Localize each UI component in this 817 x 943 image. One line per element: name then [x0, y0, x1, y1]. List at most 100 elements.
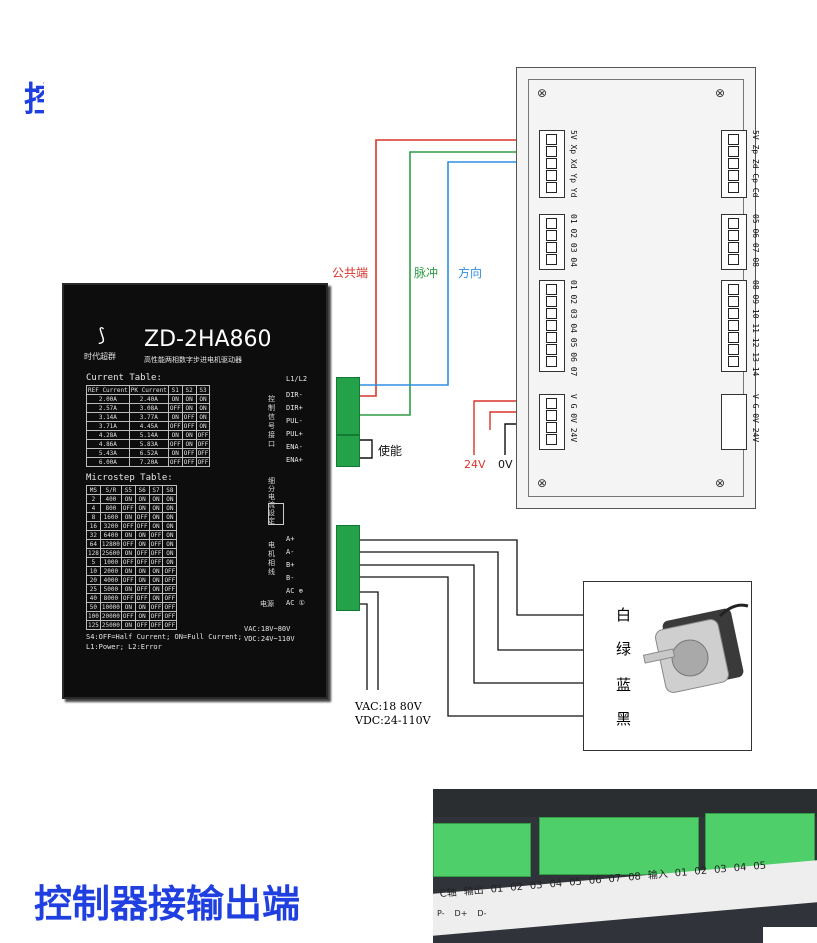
- micro-table-cell: OFF: [134, 512, 150, 522]
- micro-table-cell: ON: [134, 503, 150, 513]
- micro-table-cell: 4000: [99, 575, 122, 585]
- ctl-block-7-labels: 08 09 10 11 12 13 14: [751, 280, 760, 377]
- micro-table-cell: OFF: [162, 575, 178, 585]
- photo-strip-label: 输入: [647, 869, 669, 882]
- ctl-block-1-pin[interactable]: [546, 134, 557, 145]
- ctl-block-1-pin[interactable]: [546, 182, 557, 193]
- ctl-block-5-pin[interactable]: [728, 134, 739, 145]
- ctl-block-5-pin[interactable]: [728, 182, 739, 193]
- ctl-block-3-pin[interactable]: [546, 320, 557, 331]
- ctl-block-3-pin[interactable]: [546, 308, 557, 319]
- power-wire-2: [360, 603, 368, 690]
- micro-table-title: Microstep Table:: [86, 473, 173, 483]
- ctl-block-8-terminal-block[interactable]: [721, 394, 747, 450]
- ctl-block-7-pin[interactable]: [728, 308, 739, 319]
- micro-table-cell: 5000: [99, 584, 122, 594]
- micro-table-cell: 64: [86, 539, 101, 549]
- ctl-block-2-pin[interactable]: [546, 218, 557, 229]
- ctl-block-4-terminal-block[interactable]: [539, 394, 565, 450]
- micro-table-cell: ON: [148, 521, 164, 531]
- ctl-block-6-pin[interactable]: [728, 254, 739, 265]
- footnote-1: S4:OFF=Half Current; ON=Full Current;: [86, 633, 242, 641]
- micro-table-cell: ON: [120, 602, 136, 612]
- ctl-block-2-pin[interactable]: [546, 242, 557, 253]
- ctl-block-7-pin[interactable]: [728, 344, 739, 355]
- micro-table-cell: ON: [162, 494, 178, 504]
- signal-terminal-label: DIR+: [286, 404, 303, 412]
- micro-table-cell: ON: [134, 611, 150, 621]
- current-table-cell: 3.14A: [86, 412, 130, 422]
- ctl-block-4-pin[interactable]: [546, 410, 557, 421]
- micro-table-cell: OFF: [120, 557, 136, 567]
- micro-table-cell: ON: [120, 530, 136, 540]
- ctl-block-5-terminal-block[interactable]: [721, 130, 747, 198]
- micro-table-cell: ON: [148, 512, 164, 522]
- micro-table-cell: ON: [162, 539, 178, 549]
- current-table-cell: 7.20A: [128, 457, 169, 467]
- current-table-cell: 4.86A: [86, 439, 130, 449]
- ctl-block-4-pin[interactable]: [546, 422, 557, 433]
- ctl-block-6-pin[interactable]: [728, 230, 739, 241]
- enable-terminal-block[interactable]: [336, 435, 360, 467]
- ctl-block-7-pin[interactable]: [728, 356, 739, 367]
- current-table-cell: OFF: [167, 403, 183, 413]
- current-table-cell: OFF: [181, 421, 197, 431]
- micro-table-header-cell: S/R: [99, 485, 122, 495]
- ctl-block-7-pin[interactable]: [728, 320, 739, 331]
- label-pulse: 脉冲: [414, 266, 439, 280]
- ctl-block-6-terminal-block[interactable]: [721, 214, 747, 270]
- ctl-block-1-pin[interactable]: [546, 158, 557, 169]
- ctl-block-3-pin[interactable]: [546, 284, 557, 295]
- photo-strip-label: 05: [752, 860, 767, 873]
- led-label: L1/L2: [286, 375, 308, 383]
- ctl-block-4-pin[interactable]: [546, 434, 557, 445]
- ctl-block-4-pin[interactable]: [546, 398, 557, 409]
- ctl-block-2-pin[interactable]: [546, 230, 557, 241]
- signal-terminal-label: ENA+: [286, 456, 303, 464]
- ctl-block-3-pin[interactable]: [546, 356, 557, 367]
- micro-table-cell: 6400: [99, 530, 122, 540]
- ctl-block-7-terminal-block[interactable]: [721, 280, 747, 372]
- ctl-block-5-pin[interactable]: [728, 170, 739, 181]
- current-table-cell: OFF: [195, 439, 211, 449]
- ctl-block-5-pin[interactable]: [728, 158, 739, 169]
- signal-terminal-block[interactable]: [336, 377, 360, 435]
- ctl-block-7-pin[interactable]: [728, 296, 739, 307]
- ctl-block-1-pin[interactable]: [546, 146, 557, 157]
- ctl-block-2-pin[interactable]: [546, 254, 557, 265]
- current-table-cell: ON: [167, 412, 183, 422]
- ctl-block-1-labels: 5V Xp Xd Yp Yd: [569, 130, 578, 198]
- ctl-block-3-pin[interactable]: [546, 344, 557, 355]
- micro-table-header-cell: S5: [120, 485, 136, 495]
- pulse-wire: [360, 151, 548, 416]
- ctl-block-3-labels: 01 02 03 04 05 06 07: [569, 280, 578, 377]
- ctl-block-6-pin[interactable]: [728, 242, 739, 253]
- current-table-cell: OFF: [167, 457, 183, 467]
- ctl-block-2-labels: 01 02 03 04: [569, 214, 578, 267]
- micro-table-cell: 10: [86, 566, 101, 576]
- ctl-block-1-terminal-block[interactable]: [539, 130, 565, 198]
- motor-terminal-block[interactable]: [336, 525, 360, 611]
- ctl-block-2-terminal-block[interactable]: [539, 214, 565, 270]
- micro-table-cell: ON: [162, 521, 178, 531]
- micro-table-cell: OFF: [120, 611, 136, 621]
- ctl-block-7-pin[interactable]: [728, 284, 739, 295]
- dip-switch-icon[interactable]: [268, 503, 284, 525]
- ctl-block-3-terminal-block[interactable]: [539, 280, 565, 372]
- photo-strip-label: 04: [549, 878, 563, 891]
- ctl-block-1-pin[interactable]: [546, 170, 557, 181]
- ctl-block-3-pin[interactable]: [546, 332, 557, 343]
- ctl-block-6-pin[interactable]: [728, 218, 739, 229]
- micro-table-cell: OFF: [148, 620, 164, 630]
- motor-terminal-label: A+: [286, 535, 295, 543]
- micro-table-cell: OFF: [134, 593, 150, 603]
- ctl-block-5-pin[interactable]: [728, 146, 739, 157]
- photo-strip-label: 01: [490, 883, 504, 896]
- signal-side-label: 控制信号接口: [268, 395, 275, 448]
- ctl-block-7-pin[interactable]: [728, 332, 739, 343]
- ctl-block-3-pin[interactable]: [546, 296, 557, 307]
